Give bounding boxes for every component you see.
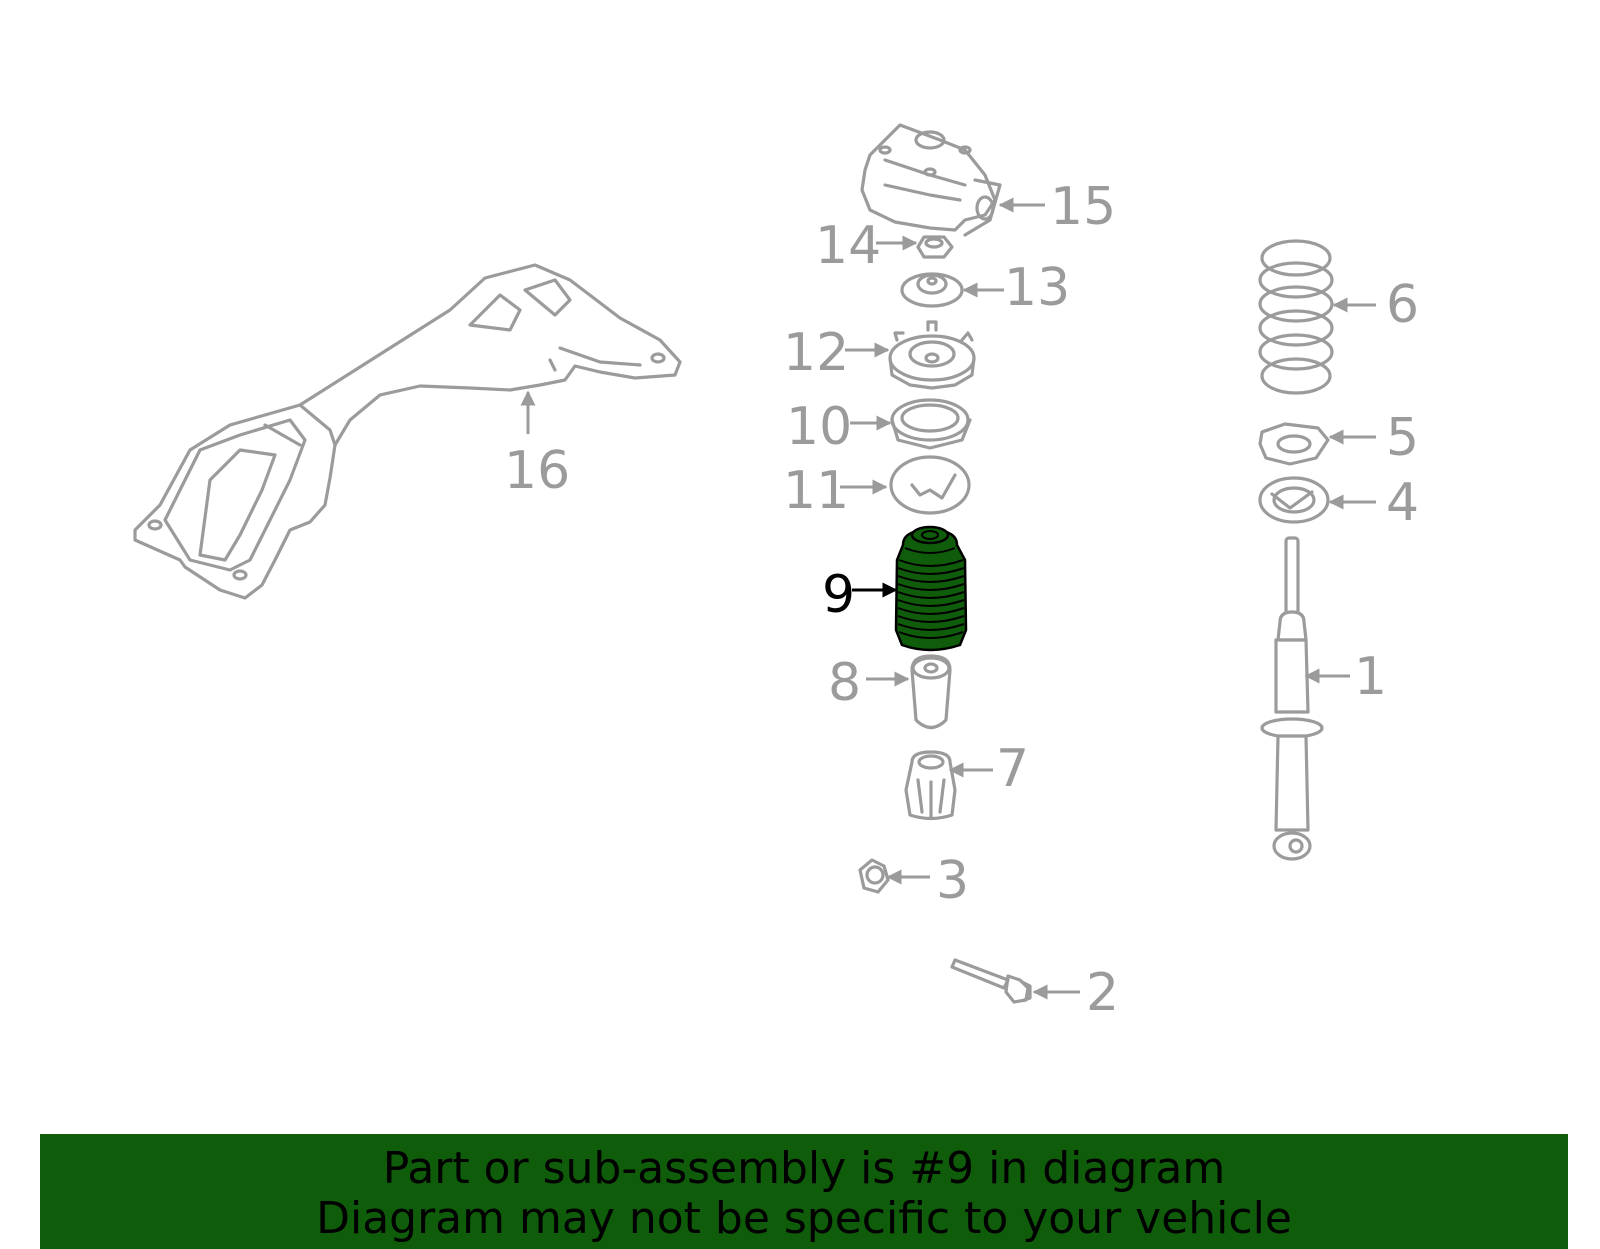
part-3-nut	[858, 858, 890, 894]
part-1-shock-absorber	[1260, 536, 1324, 861]
callout-6: 6	[1332, 275, 1419, 335]
callout-10: 10	[786, 397, 892, 457]
part-13-washer	[900, 272, 964, 308]
part-6-coil-spring	[1258, 239, 1334, 395]
svg-text:5: 5	[1386, 408, 1419, 468]
svg-text:11: 11	[783, 461, 849, 521]
callout-5: 5	[1328, 408, 1419, 468]
svg-text:8: 8	[828, 653, 861, 713]
part-8-bump-stop	[910, 654, 952, 730]
part-11-dust-cap	[889, 455, 971, 515]
callout-4: 4	[1328, 473, 1419, 533]
callout-8: 8	[828, 653, 910, 713]
svg-text:15: 15	[1050, 177, 1116, 237]
svg-text:3: 3	[936, 851, 969, 911]
callout-11: 11	[783, 461, 888, 521]
info-banner: Part or sub-assembly is #9 in diagram Di…	[40, 1134, 1568, 1249]
svg-text:13: 13	[1004, 258, 1070, 318]
part-7-bushing	[904, 750, 957, 821]
banner-line-disclaimer: Diagram may not be specific to your vehi…	[316, 1193, 1292, 1244]
callout-16: 16	[504, 390, 570, 501]
callout-12: 12	[783, 323, 890, 383]
banner-line-part-info: Part or sub-assembly is #9 in diagram	[382, 1143, 1226, 1194]
part-14-nut	[916, 235, 954, 259]
svg-text:12: 12	[783, 323, 849, 383]
svg-text:16: 16	[504, 441, 570, 501]
part-5-spring-seat	[1258, 422, 1330, 466]
svg-text:2: 2	[1086, 963, 1119, 1023]
svg-text:4: 4	[1386, 473, 1419, 533]
svg-text:14: 14	[815, 216, 881, 276]
callout-1: 1	[1304, 647, 1387, 707]
part-12-insulator	[888, 320, 976, 390]
part-9-dust-boot-highlighted[interactable]	[894, 525, 968, 652]
callout-15: 15	[998, 177, 1116, 237]
part-4-lower-insulator	[1258, 476, 1330, 524]
part-15-upper-mount	[860, 123, 1002, 237]
part-10-seat	[890, 398, 972, 450]
callout-13: 13	[962, 258, 1070, 318]
svg-text:9: 9	[822, 565, 855, 625]
callout-14: 14	[815, 216, 918, 276]
callout-2: 2	[1032, 963, 1119, 1023]
svg-text:10: 10	[786, 397, 852, 457]
callout-9: 9	[822, 565, 898, 625]
callout-7: 7	[948, 739, 1029, 799]
svg-text:6: 6	[1386, 275, 1419, 335]
part-2-bolt	[950, 958, 1032, 1004]
part-16-crossmember	[133, 263, 682, 600]
svg-text:7: 7	[996, 739, 1029, 799]
svg-text:1: 1	[1354, 647, 1387, 707]
callout-3: 3	[886, 851, 969, 911]
